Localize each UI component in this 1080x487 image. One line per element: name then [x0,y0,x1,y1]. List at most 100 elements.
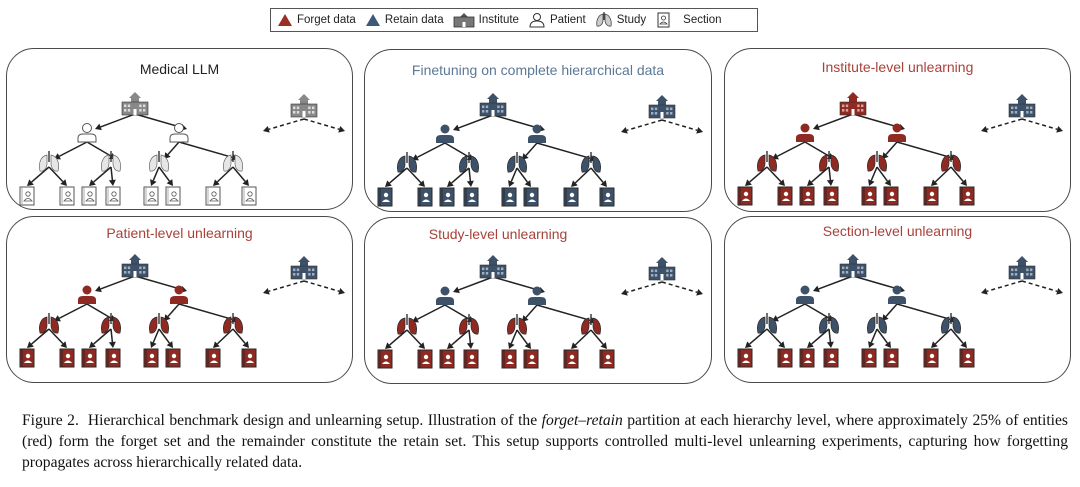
edge-study-section-head [571,342,578,349]
edge-patient-study [776,303,806,319]
edge-study-section-head [868,179,875,186]
study-node [507,152,527,173]
edge-study-section-head [745,341,752,348]
dashed-edge-left-head [981,287,988,295]
section-node [59,348,75,368]
edge-study-section-head [27,179,34,186]
institute-node [839,254,867,278]
panel-title: Medical LLM [139,61,220,77]
edge-institute-patient-head [453,124,460,132]
study-node [581,314,601,335]
edge-study-section [93,328,112,345]
legend-label: Section [683,14,722,26]
legend-label: Study [616,14,647,26]
edge-study-section-head [826,179,834,186]
edge-patient-study [416,142,446,158]
edge-study-section-head [508,180,515,187]
edge-study-section-head [600,342,607,349]
section-node [439,349,455,369]
edge-study-section-head [108,341,116,348]
patient-node [436,124,454,143]
dashed-edge-left-head [621,126,628,134]
tree-nodes [377,255,676,369]
section-node [799,186,815,206]
edge-institute-patient [492,114,540,130]
institute-icon [453,13,475,28]
panel-institute-level: Institute-level unlearning [724,48,1071,212]
study-node [757,313,777,334]
edge-study-section-head [418,180,425,187]
edge-study-section [950,328,964,344]
edge-institute-patient [458,276,494,291]
section-node [463,349,479,369]
institute-node [479,255,507,279]
edge-study-section [934,328,952,345]
edge-study-section [158,328,171,344]
section-node [883,186,899,206]
legend-item-retain: Retain data [365,13,444,27]
edge-study-section [766,166,782,183]
edge-study-section-head [600,180,607,187]
edge-study-section-head [60,179,67,186]
caption-text-1: Hierarchical benchmark design and unlear… [87,412,542,429]
hierarchy-tree [377,255,703,369]
patient-node [436,286,454,305]
caption-italic: forget–retain [541,412,623,429]
dashed-edge-left [986,118,1023,131]
tree-nodes [737,254,1036,368]
section-node [165,348,181,368]
edge-institute-patient [852,275,900,291]
legend-item-section: Section [655,12,722,28]
legend-label: Retain data [384,14,444,26]
forget-triangle-icon [278,14,292,26]
patient-node [888,123,906,142]
edge-institute-patient-head [813,123,820,131]
figure-caption: Figure 2. Hierarchical benchmark design … [22,410,1068,473]
section-node [241,186,257,206]
edge-patient-study [804,303,830,319]
edge-study-section-head [960,179,967,186]
edge-patient-study [885,141,898,155]
section-node [599,187,615,207]
caption-text-2: partition at each hierarchy level, where… [22,412,1068,471]
edge-study-section-head [242,179,249,186]
hierarchy-tree [377,93,703,207]
dashed-edge-right [661,119,698,132]
section-node [105,186,121,206]
hierarchy-tree [737,254,1063,368]
edge-study-section-head [868,341,875,348]
institute-node [479,93,507,117]
edge-study-section [590,167,604,183]
dashed-edge-right [303,280,340,293]
patient-node [528,124,546,143]
edge-study-section-head [884,341,891,348]
edge-patient-study [58,303,88,319]
edge-patient-study [885,303,898,317]
edge-patient-study [525,304,538,318]
panel-section-level: Section-level unlearning [724,216,1071,383]
section-node [737,348,753,368]
edge-patient-study [86,141,112,157]
edge-study-section [574,329,592,346]
edge-study-section [31,328,50,345]
section-node [19,348,35,368]
edge-patient-study [86,303,112,319]
tree-edges [385,114,703,187]
section-node [737,186,753,206]
retain-triangle-icon [365,14,380,26]
study-node [397,314,417,335]
edge-study-section [950,166,964,182]
edge-study-section [811,328,830,345]
study-node [459,152,479,173]
tree-edges [27,275,345,348]
dashed-edge-right-head [1056,287,1063,295]
edge-study-section [31,166,50,183]
section-node [205,348,221,368]
section-node [439,187,455,207]
study-node [819,151,839,172]
legend-item-institute: Institute [453,12,519,28]
edge-institute-patient [134,113,182,129]
edge-study-section-head [778,179,785,186]
edge-study-section [93,166,112,183]
patient-node [888,285,906,304]
